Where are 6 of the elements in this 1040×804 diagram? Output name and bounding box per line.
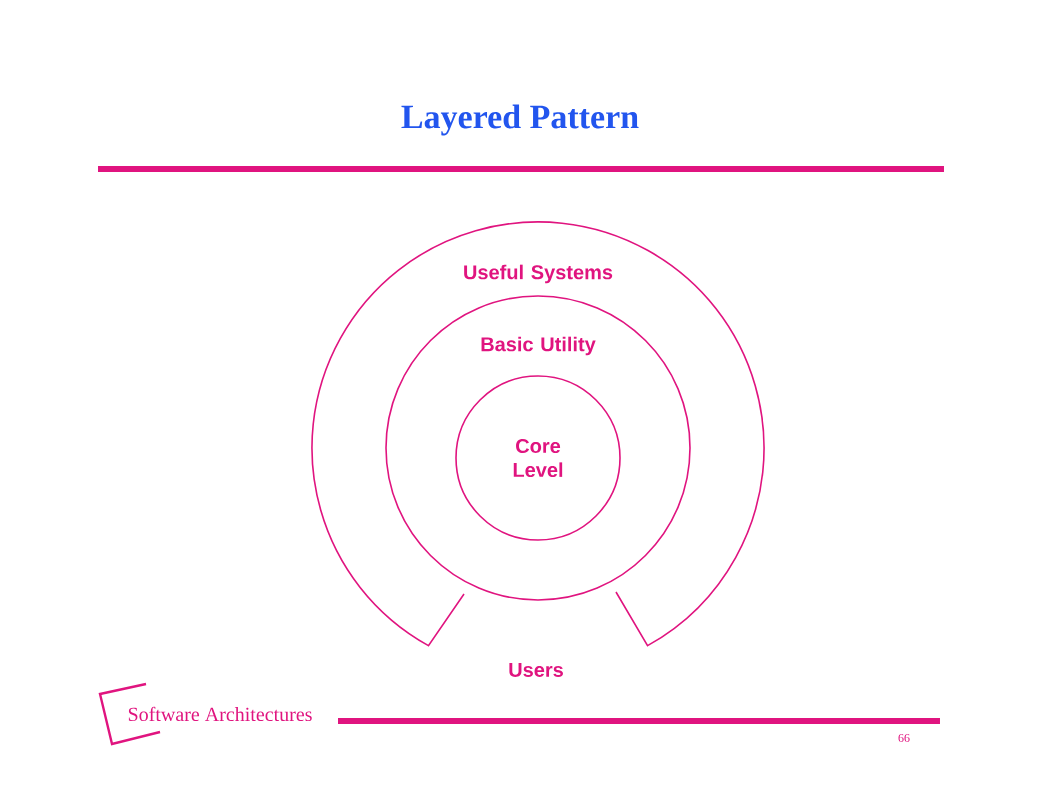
footer-text: Software Architectures (128, 706, 312, 722)
layer-label: Useful Systems (464, 264, 613, 284)
layer-label: Core Level (513, 438, 563, 478)
layer-label: Basic Utility (481, 336, 596, 356)
slide-title: Layered Pattern (401, 104, 639, 136)
users-label: Users (509, 663, 563, 677)
